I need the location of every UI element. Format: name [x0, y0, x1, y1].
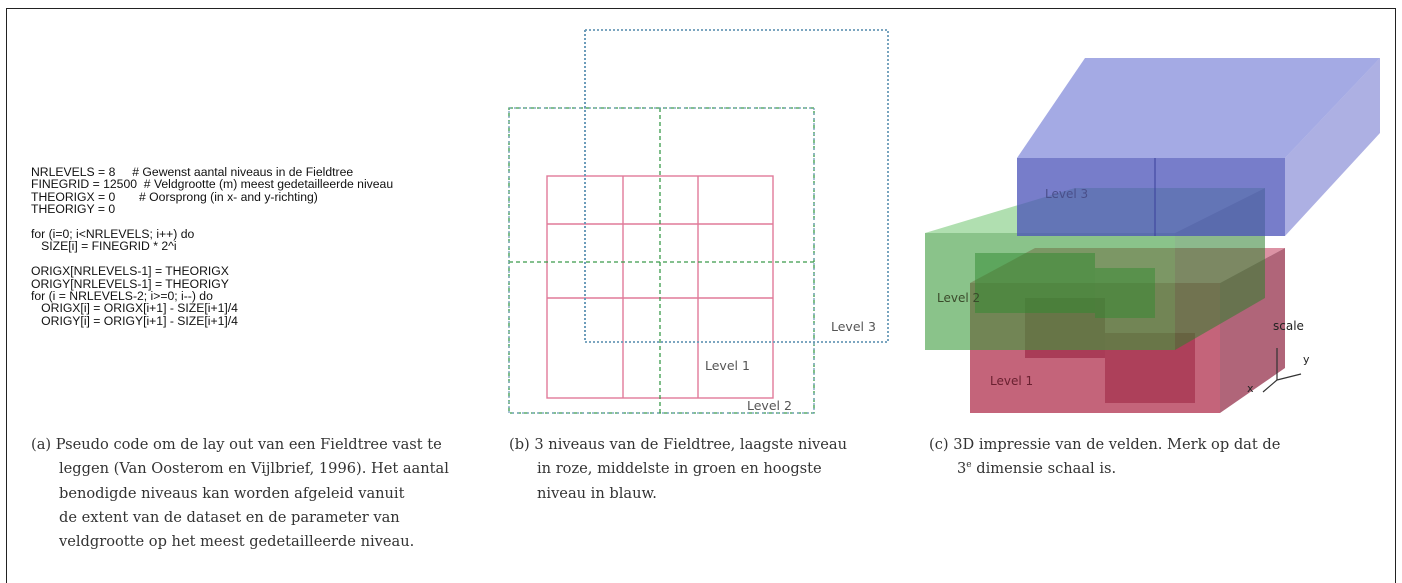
- code-line: ORIGY[i] = ORIGY[i+1] - SIZE[i+1]/4: [31, 313, 238, 328]
- code-line: ORIGX[NRLEVELS-1] = THEORIGX: [31, 264, 229, 279]
- figure-frame: [6, 8, 1396, 583]
- code-line: NRLEVELS = 8 # Gewenst aantal niveaus in…: [31, 165, 354, 179]
- level1-label-3d: Level 1: [990, 374, 1033, 388]
- code-line: for (i = NRLEVELS-2; i>=0; i--) do: [31, 289, 213, 304]
- fieldtree-2d-figure: Level 1 Level 2 Level 3: [508, 29, 889, 414]
- level3-label: Level 3: [831, 319, 876, 334]
- level1-label: Level 1: [705, 358, 750, 373]
- level2-label-3d: Level 2: [937, 291, 980, 305]
- caption-text: 3: [957, 460, 967, 478]
- pseudo-code-block: NRLEVELS = 8 # Gewenst aantal niveaus in…: [31, 166, 393, 327]
- level3-grid: [584, 29, 889, 343]
- code-line: FINEGRID = 12500 # Veldgrootte (m) meest…: [31, 177, 394, 192]
- level3-label-3d: Level 3: [1045, 187, 1088, 201]
- level3-block: Level 3: [1017, 58, 1380, 236]
- caption-line: veldgrootte op het meest gedetailleerde …: [59, 533, 415, 551]
- level2-outline: [508, 107, 815, 414]
- caption-c: (c) 3D impressie van de velden. Merk op …: [929, 433, 1369, 482]
- caption-text: dimensie schaal is.: [971, 460, 1117, 478]
- level2-grid: [508, 107, 815, 414]
- x-axis-label: x: [1247, 382, 1254, 395]
- caption-line: de extent van de dataset en de parameter…: [59, 508, 400, 526]
- code-line: ORIGX[i] = ORIGX[i+1] - SIZE[i+1]/4: [31, 301, 238, 316]
- y-axis-label: y: [1303, 353, 1310, 366]
- caption-line: leggen (Van Oosterom en Vijlbrief, 1996)…: [59, 460, 449, 478]
- code-line: ORIGY[NRLEVELS-1] = THEORIGY: [31, 276, 229, 291]
- fieldtree-3d-figure: Level 1 Level 2 Level 3 scale y x: [925, 58, 1380, 413]
- code-line: SIZE[i] = FINEGRID * 2^i: [31, 239, 177, 254]
- code-line: THEORIGX = 0 # Oorsprong (in x- and y-ri…: [31, 189, 318, 204]
- code-line: THEORIGY = 0: [31, 202, 116, 217]
- caption-b: (b) 3 niveaus van de Fieldtree, laagste …: [509, 433, 909, 506]
- superscript: e: [966, 460, 972, 471]
- caption-label: (c): [929, 436, 949, 453]
- axis-indicator: [1262, 348, 1302, 393]
- caption-line: Pseudo code om de lay out van een Fieldt…: [55, 436, 442, 453]
- caption-label: (a): [31, 436, 52, 453]
- code-line: for (i=0; i<NRLEVELS; i++) do: [31, 227, 195, 242]
- caption-line: 3D impressie van de velden. Merk op dat …: [953, 436, 1281, 453]
- caption-line: niveau in blauw.: [537, 484, 657, 502]
- caption-line: in roze, middelste in groen en hoogste: [537, 460, 822, 478]
- caption-a: (a) Pseudo code om de lay out van een Fi…: [31, 433, 496, 554]
- caption-line: 3 niveaus van de Fieldtree, laagste nive…: [534, 436, 847, 453]
- caption-label: (b): [509, 436, 530, 453]
- scale-label: scale: [1273, 319, 1304, 333]
- caption-line: benodigde niveaus kan worden afgeleid va…: [59, 484, 405, 502]
- level2-label: Level 2: [747, 398, 792, 413]
